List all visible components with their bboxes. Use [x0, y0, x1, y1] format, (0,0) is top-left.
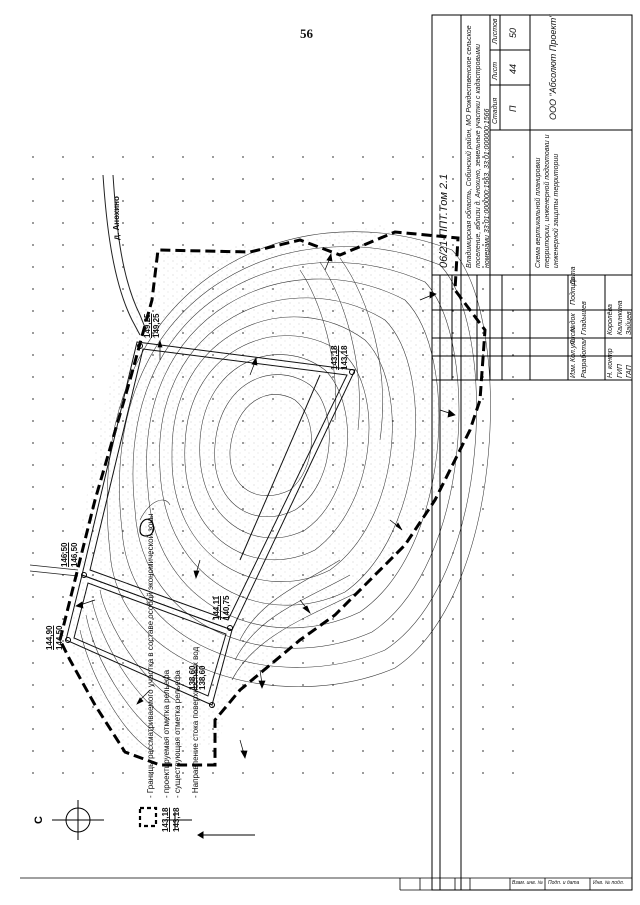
elevation-label: 149,25	[152, 313, 161, 338]
name-norm-control: Королёва	[607, 304, 614, 335]
page-number: 56	[300, 26, 313, 41]
name-gip: Калинкина	[617, 300, 624, 335]
stage-value: П	[508, 105, 518, 112]
organization: ООО "Абсолют Проект"	[548, 14, 558, 120]
north-label: С	[33, 816, 45, 824]
role-chief: ГАП	[626, 365, 633, 378]
sheet-label: Лист	[492, 61, 499, 80]
sheet-value: 44	[508, 63, 518, 74]
elevation-markers	[65, 343, 355, 708]
terrain-fill	[72, 225, 480, 760]
role-norm-control: Н. контр	[607, 348, 614, 378]
role-developer: Разработал	[581, 337, 588, 378]
access-road	[102, 174, 141, 336]
stamp-inv: Инв. № подл.	[593, 880, 625, 886]
elevation-label: 146,50	[70, 542, 79, 567]
flow-arrows	[75, 253, 456, 759]
depression	[139, 518, 155, 537]
role-gip: ГИП	[617, 364, 624, 378]
elevation-label: 144,90	[45, 625, 54, 650]
legend-design-mark: - проектируемая отметка рельефа	[162, 669, 171, 798]
legend-sample-exist: 143,18	[172, 807, 181, 832]
legend-flow: - Направление стока поверхностных вод	[191, 646, 200, 798]
name-chief: Зайцев	[626, 311, 633, 335]
legend-existing-mark: - существующая отметка рельефа	[173, 670, 182, 798]
sheets-value: 50	[508, 27, 518, 38]
header-change: Изм.	[570, 363, 577, 378]
sheet-title: Схема вертикальной планировки территории…	[535, 134, 560, 268]
village-label: д. Анохино	[112, 196, 121, 240]
name-developer: Гладышев	[581, 301, 588, 335]
document-code: 06/21-ППТ.Том 2.1	[438, 173, 450, 268]
elevation-label: 143,18	[330, 345, 339, 370]
site-boundary	[58, 230, 487, 767]
stage-label: Стадия	[492, 97, 499, 124]
legend-symbols	[138, 806, 255, 839]
elevation-label: 140,75	[222, 595, 231, 620]
header-doc: №док	[570, 313, 577, 332]
elevation-label: 144,11	[212, 595, 221, 620]
contour-lines	[79, 231, 491, 751]
elevation-label: 146,50	[60, 542, 69, 567]
elevation-label: 144,50	[55, 625, 64, 650]
bottom-stamp-frame	[20, 877, 632, 891]
sheets-label: Листов	[492, 18, 499, 45]
object-description: Владимирская область, Собинский район, М…	[466, 25, 491, 268]
header-date: Дата	[570, 266, 577, 285]
north-arrow-icon	[52, 800, 104, 840]
legend-sample-design: 143,18	[161, 807, 170, 832]
stamp-replaced: Взам. инв. №	[512, 880, 543, 886]
legend-boundary: - Границы рассматриваемого участка в сос…	[146, 513, 155, 799]
elevation-label: 143,18	[340, 345, 349, 370]
elevation-label: 149,25	[143, 313, 152, 338]
stamp-sign-date: Подп. и дата	[548, 880, 580, 886]
